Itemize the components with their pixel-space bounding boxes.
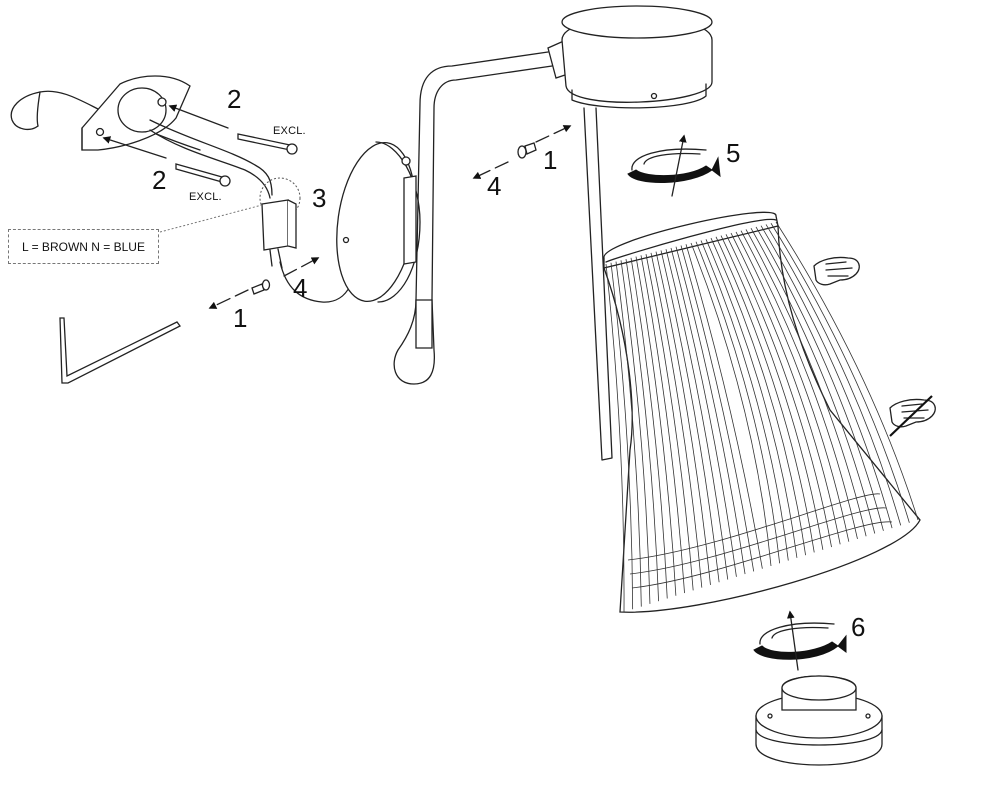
hex-key-icon	[59, 317, 181, 384]
screw-lower	[175, 163, 231, 187]
shade-slat	[720, 235, 824, 550]
mounting-bracket	[81, 75, 191, 151]
shade-slat	[710, 237, 806, 556]
shade-slat	[695, 241, 781, 564]
shade-slat	[705, 239, 798, 558]
step-2-label-upper: 2	[227, 84, 242, 114]
shade-slat	[745, 229, 867, 537]
shade-slat	[715, 236, 815, 553]
shade-slat	[740, 230, 858, 540]
rotate-arrows-icon	[753, 610, 847, 671]
screw-upper	[237, 133, 298, 155]
shade-slat	[665, 249, 729, 580]
lamp-cap	[755, 675, 883, 766]
step-3-label: 3	[312, 183, 327, 213]
shade-slat	[775, 221, 919, 521]
excl-label-lower: EXCL.	[189, 191, 222, 203]
excl-label-upper: EXCL.	[273, 125, 306, 137]
arrow-step-2-lower	[102, 136, 167, 159]
shade-slat	[660, 250, 720, 583]
wires	[149, 119, 273, 199]
arrow-step-2-upper	[168, 104, 229, 129]
step-1-label-top: 1	[543, 145, 558, 175]
step-4-label-left: 4	[293, 273, 308, 303]
shade-slat	[760, 225, 893, 529]
shade-slat	[610, 262, 634, 610]
shade-slat	[650, 252, 703, 588]
feed-cable	[279, 261, 351, 303]
shade-band	[627, 493, 881, 561]
rotate-arrows-icon	[627, 134, 721, 197]
shade-slat	[730, 232, 841, 545]
lamp-head	[547, 5, 713, 109]
shade-slat	[605, 263, 625, 613]
shade-slat	[615, 261, 642, 607]
shade-slat	[640, 255, 685, 594]
hand-crossed-out-icon	[889, 395, 936, 437]
screw-icon	[517, 142, 537, 159]
screw-icon	[251, 279, 271, 295]
arrow-step-1-left	[208, 289, 249, 309]
shade-slat	[750, 227, 876, 534]
shade-band	[631, 521, 893, 589]
shade-slat	[700, 240, 789, 561]
shade-slat	[755, 226, 884, 531]
shade-slat	[645, 254, 694, 591]
hand-allowed-icon	[813, 256, 860, 286]
wiring-legend: L = BROWN N = BLUE	[8, 229, 159, 264]
step-5-label: 5	[726, 138, 741, 168]
shade-slat	[735, 231, 850, 542]
shade-slat	[675, 246, 746, 575]
arrow-step-1-top	[535, 125, 572, 143]
wire-connector-icon	[159, 177, 301, 269]
step-4-label-top: 4	[487, 171, 502, 201]
shade-slat	[725, 234, 832, 548]
shade-slat	[690, 242, 772, 567]
step-2-label-lower: 2	[152, 165, 167, 195]
step-6-label: 6	[851, 612, 866, 642]
shade-slat	[765, 224, 902, 526]
shade-slat	[625, 258, 659, 602]
shade-slat	[655, 251, 711, 585]
shade-slat	[620, 260, 651, 604]
arrow-step-4-top	[472, 161, 509, 179]
shade-slat	[635, 256, 677, 596]
lamp-shade	[603, 211, 921, 613]
lamp-arm	[393, 51, 613, 461]
wiring-legend-text: L = BROWN N = BLUE	[22, 239, 145, 254]
shade-slat	[680, 245, 755, 572]
shade-slat	[670, 247, 737, 577]
shade-band	[629, 507, 887, 575]
shade-slat	[685, 244, 763, 569]
arrow-step-4-left	[283, 257, 320, 277]
step-1-label-left: 1	[233, 303, 248, 333]
shade-slat	[770, 223, 910, 523]
